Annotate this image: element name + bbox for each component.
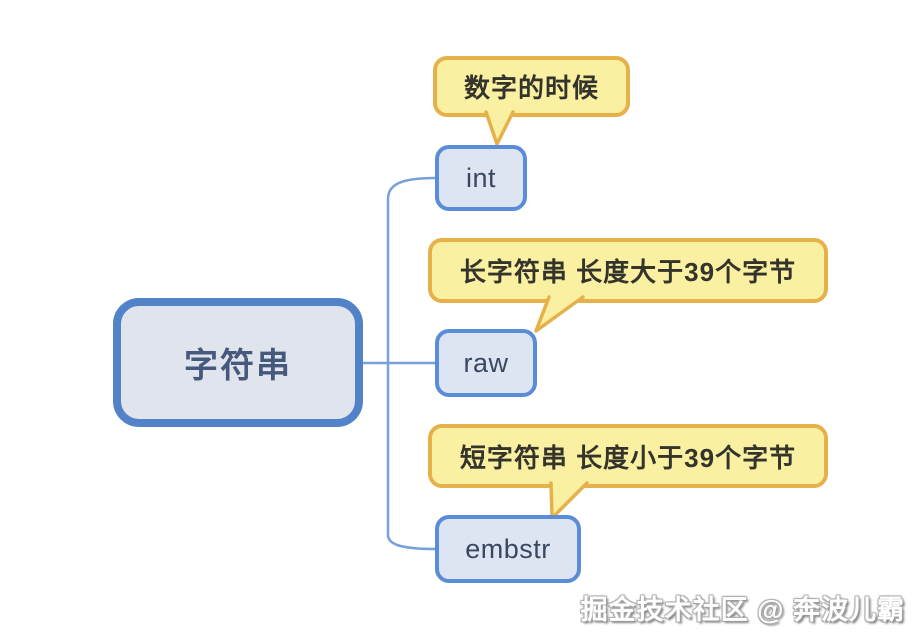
callout-note-int: 数字的时候 <box>433 56 630 117</box>
branch-trunk <box>386 176 436 551</box>
node-embstr-label: embstr <box>465 533 551 564</box>
root-node-string: 字符串 <box>113 298 363 427</box>
callout-tail-embstr <box>549 481 589 520</box>
node-int-label: int <box>465 162 497 193</box>
callout-note-raw: 长字符串 长度大于39个字节 <box>428 238 828 303</box>
node-raw-label: raw <box>463 347 509 378</box>
node-embstr: embstr <box>435 515 581 583</box>
callout-note-int-text: 数字的时候 <box>463 73 599 103</box>
node-raw: raw <box>435 329 537 397</box>
callout-note-embstr: 短字符串 长度小于39个字节 <box>428 424 828 488</box>
callout-note-raw-text: 长字符串 长度大于39个字节 <box>459 257 797 287</box>
node-int: int <box>435 145 527 211</box>
root-node-label: 字符串 <box>184 347 292 385</box>
watermark: 掘金技术社区 @ 奔波儿霸 <box>580 595 905 625</box>
callout-note-embstr-text: 短字符串 长度小于39个字节 <box>459 442 797 473</box>
